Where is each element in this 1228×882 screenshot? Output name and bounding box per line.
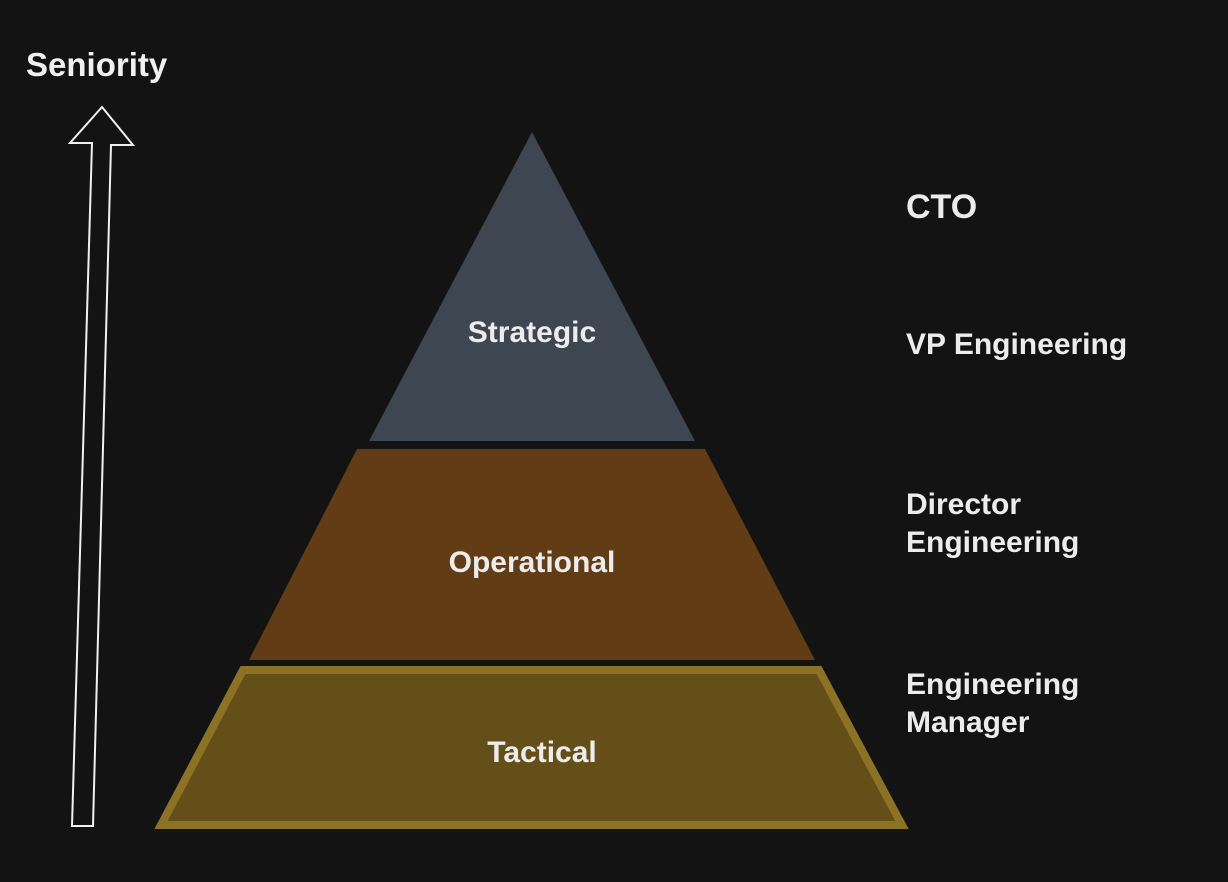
seniority-arrow: [67, 105, 136, 827]
tier-strategic-shape: [369, 132, 695, 441]
role-label-director-engineering: Director Engineering: [906, 486, 1079, 562]
role-line: VP Engineering: [906, 328, 1128, 361]
role-line: CTO: [906, 188, 978, 226]
tier-operational-shape: [249, 449, 815, 660]
tier-tactical-shape: [154, 666, 909, 829]
role-line: Engineering: [906, 668, 1080, 701]
role-label-vp-engineering: VP Engineering: [906, 326, 1127, 364]
role-label-cto: CTO: [906, 188, 977, 226]
role-line: Manager: [906, 706, 1030, 739]
role-line: Engineering: [906, 526, 1080, 559]
tier-label-operational: Operational: [448, 546, 616, 579]
role-line: Director: [906, 488, 1022, 521]
seniority-axis-label: Seniority: [26, 46, 168, 83]
role-label-engineering-manager: Engineering Manager: [906, 666, 1079, 742]
tier-label-strategic: Strategic: [467, 316, 597, 349]
tier-label-tactical: Tactical: [487, 736, 597, 769]
